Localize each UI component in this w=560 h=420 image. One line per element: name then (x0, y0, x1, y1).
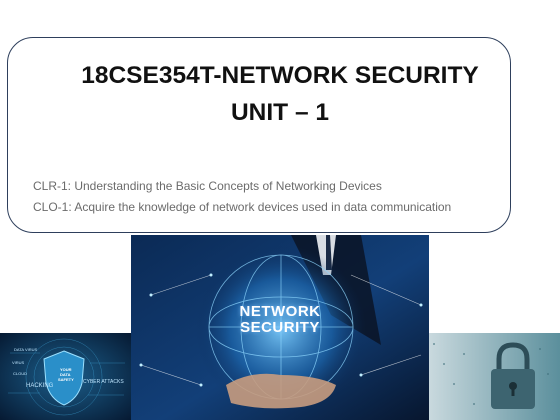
clr-text: CLR-1: Understanding the Basic Concepts … (33, 179, 382, 193)
virus-label: VIRUS (12, 360, 25, 365)
clo-text: CLO-1: Acquire the knowledge of network … (33, 200, 452, 214)
safety-label: SAFETY (58, 377, 74, 382)
slide-title: 18CSE354T-NETWORK SECURITY (81, 62, 479, 89)
cyber-attacks-label: CYBER ATTACKS (83, 379, 124, 385)
hacking-label: HACKING (26, 383, 54, 389)
security-label: SECURITY (240, 319, 320, 336)
padlock-image (429, 333, 560, 420)
cloud-label: CLOUD (13, 371, 28, 376)
title-box (7, 37, 511, 233)
your-label: YOUR (60, 367, 72, 372)
data-virus-label: DATA VIRUS (14, 347, 38, 352)
slide-subtitle: UNIT – 1 (230, 99, 330, 126)
network-security-image: NETWORK SECURITY (131, 235, 429, 420)
data-label: DATA (60, 372, 71, 377)
cyber-shield-image: DATA VIRUS VIRUS YOUR DATA SAFETY HACKIN… (0, 333, 131, 420)
network-label: NETWORK (239, 303, 321, 320)
